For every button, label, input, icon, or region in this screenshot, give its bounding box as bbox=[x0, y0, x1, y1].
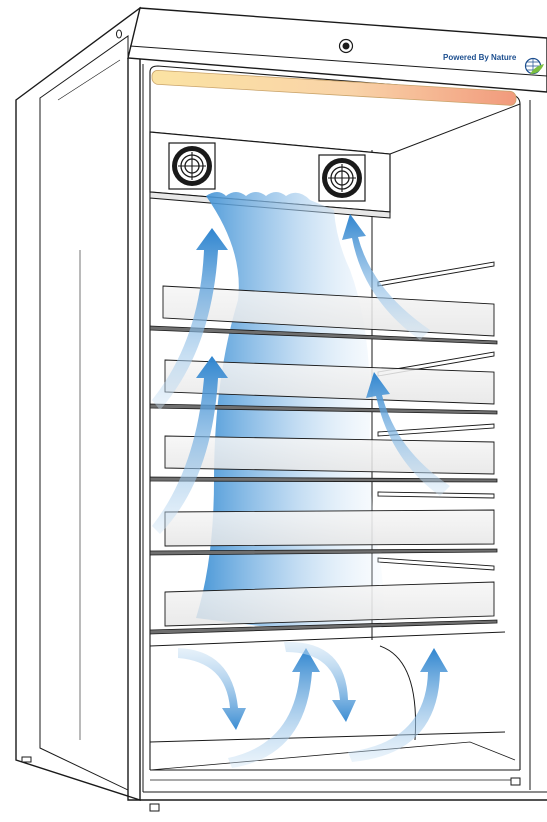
shelf-5 bbox=[150, 582, 497, 634]
airflow-arrow-down-left bbox=[178, 648, 246, 730]
fan-right-icon bbox=[319, 155, 365, 201]
lock-icon[interactable] bbox=[340, 40, 353, 53]
cabinet-side-panel bbox=[16, 8, 140, 800]
brand-text: Powered By Nature bbox=[443, 53, 517, 62]
bottom-compartment bbox=[150, 632, 515, 770]
fan-left-icon bbox=[169, 143, 215, 189]
